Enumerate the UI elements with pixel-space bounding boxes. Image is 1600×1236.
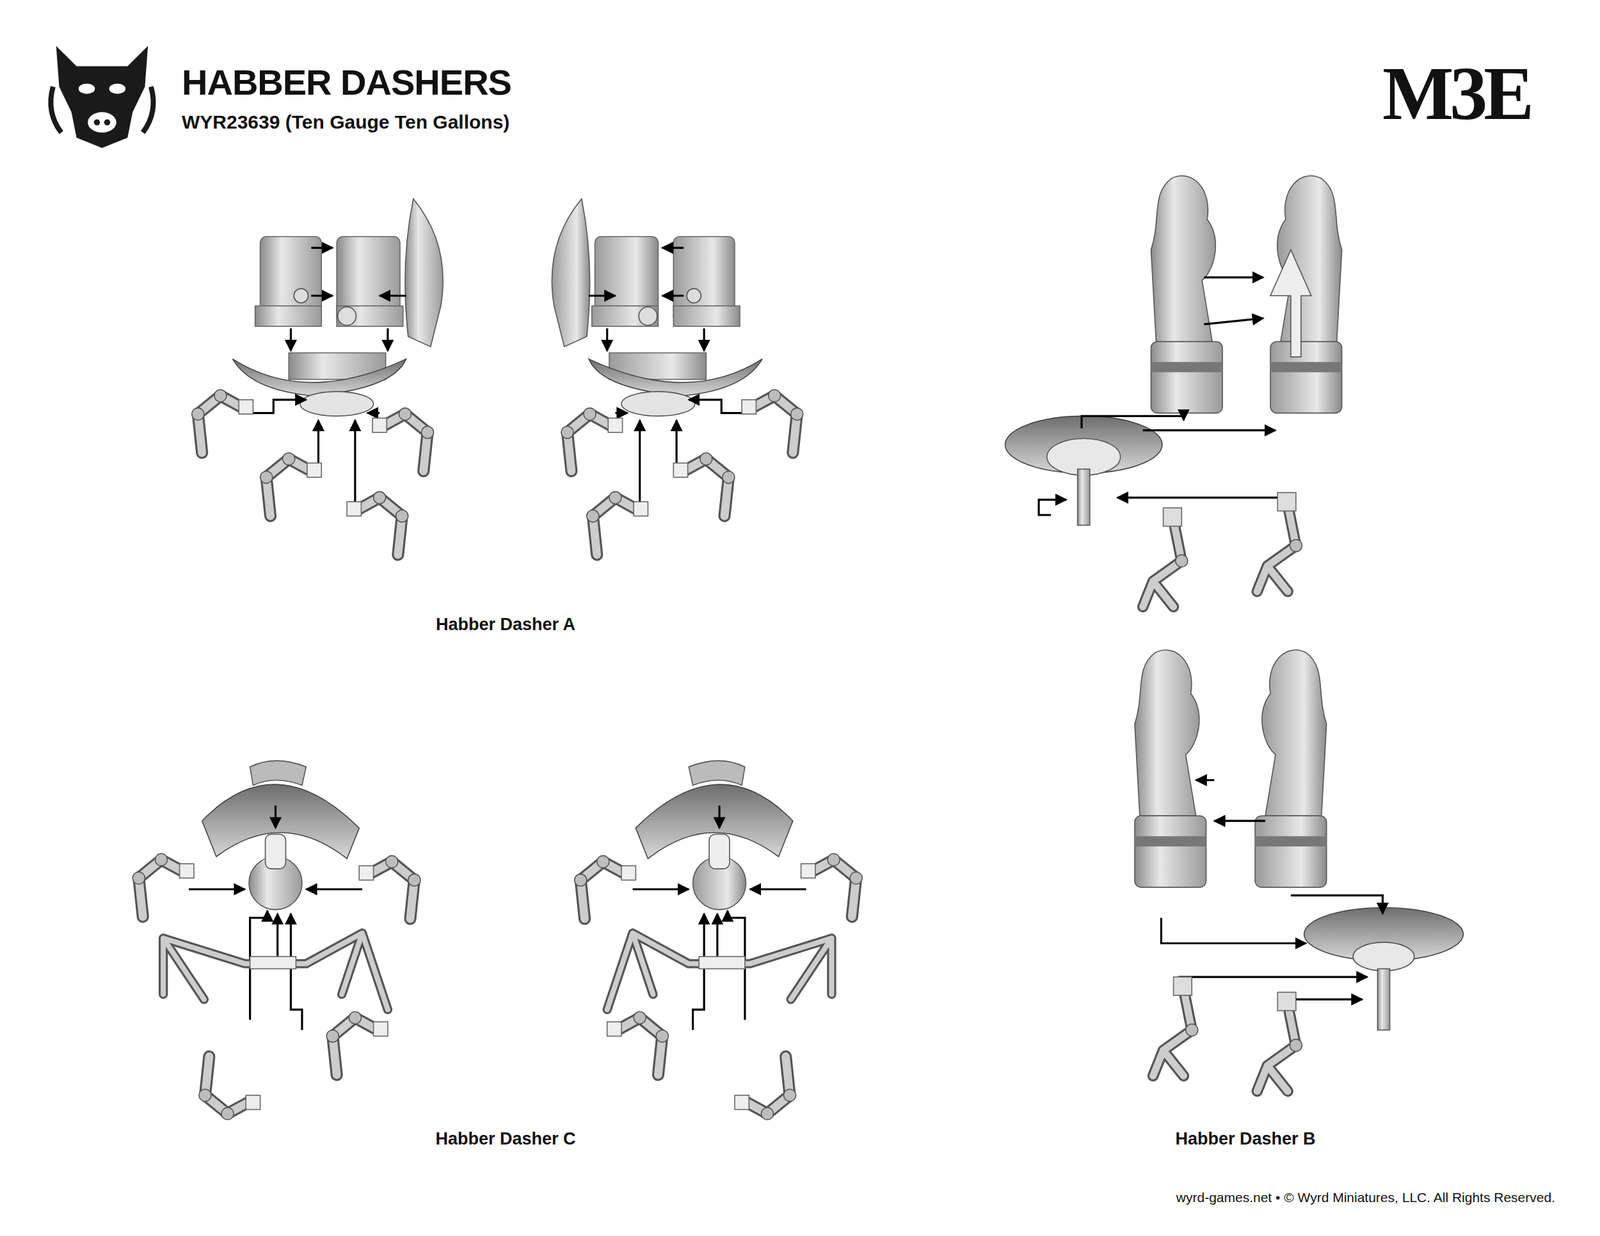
habber-dasher-b-lower — [1214, 820, 1266, 823]
habber-dasher-b-upper — [1077, 469, 1090, 526]
product-code: WYR23639 (Ten Gauge Ten Gallons) — [181, 111, 510, 133]
habber-dasher-b-upper — [1203, 318, 1263, 325]
habber-dasher-b-upper — [1004, 176, 1342, 608]
faction-logo — [50, 86, 153, 133]
faction-logo — [78, 83, 96, 95]
habber-dasher-b-upper — [1270, 176, 1343, 414]
habber-dasher-b-upper — [1143, 508, 1188, 608]
faction-logo — [104, 119, 111, 127]
game-logo: M3E — [1382, 52, 1531, 136]
habber-dasher-b-lower — [1134, 650, 1464, 1092]
model-name: Habber Dasher A — [435, 615, 576, 635]
habber-dasher-b-lower — [1153, 977, 1199, 1077]
habber-dasher-b-upper — [1256, 492, 1302, 592]
habber-dasher-b-upper — [1038, 499, 1067, 516]
habber-dasher-b-upper — [1270, 250, 1312, 358]
assembly-illustration — [192, 199, 443, 555]
faction-logo — [56, 46, 148, 148]
habber-dasher-b-lower — [1255, 650, 1327, 888]
habber-dasher-b-lower — [1178, 976, 1368, 979]
faction-logo — [87, 112, 117, 133]
habber-dasher-b-lower — [1160, 918, 1306, 944]
habber-dasher-b-lower — [1296, 999, 1363, 1001]
assembly-illustration — [132, 760, 421, 1120]
assembly-illustration — [574, 760, 863, 1120]
habber-dasher-b-upper — [1117, 496, 1281, 499]
habber-dasher-b-upper — [1143, 429, 1276, 432]
habber-dasher-b-upper — [1081, 416, 1184, 429]
faction-logo — [109, 83, 127, 95]
page-title: HABBER DASHERS — [181, 62, 512, 103]
copyright-footer: wyrd-games.net • © Wyrd Miniatures, LLC.… — [1176, 1190, 1556, 1206]
habber-dasher-b-lower — [1377, 968, 1390, 1031]
faction-logo — [94, 119, 101, 127]
model-name: Habber Dasher B — [1175, 1130, 1316, 1150]
habber-dasher-b-upper — [1150, 176, 1223, 414]
habber-dasher-b-lower — [1290, 896, 1383, 915]
habber-dasher-b-lower — [1256, 992, 1302, 1092]
assembly-illustration — [551, 199, 803, 555]
habber-dasher-b-upper — [1203, 276, 1263, 279]
habber-dasher-b-lower — [1352, 942, 1415, 972]
model-name: Habber Dasher C — [435, 1130, 576, 1150]
habber-dasher-b-lower — [1196, 779, 1215, 782]
habber-dasher-b-lower — [1134, 650, 1207, 888]
faction-logo — [50, 46, 153, 148]
